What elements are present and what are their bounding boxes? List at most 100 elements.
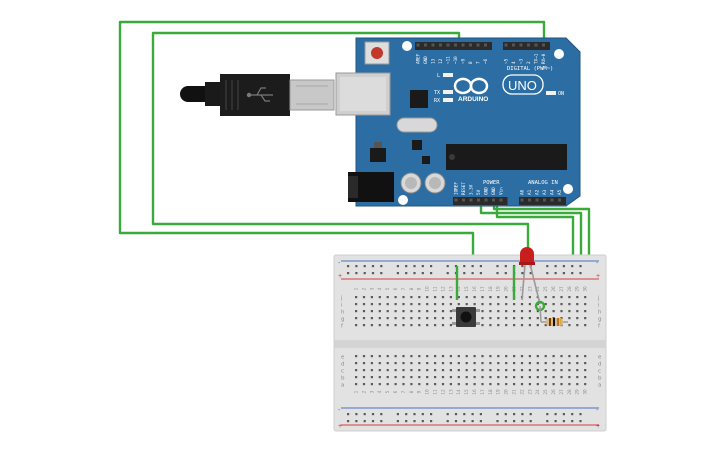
terminal-hole[interactable] <box>434 376 437 379</box>
terminal-hole[interactable] <box>560 296 563 299</box>
header-pin[interactable] <box>484 198 488 202</box>
terminal-hole[interactable] <box>410 383 413 386</box>
rail-hole[interactable] <box>371 420 375 423</box>
terminal-hole[interactable] <box>473 362 476 365</box>
terminal-hole[interactable] <box>481 303 484 306</box>
terminal-hole[interactable] <box>576 324 579 327</box>
rail-hole[interactable] <box>471 420 474 423</box>
terminal-hole[interactable] <box>426 296 429 299</box>
terminal-hole[interactable] <box>394 324 397 327</box>
header-pin[interactable] <box>476 43 480 47</box>
terminal-hole[interactable] <box>568 355 571 358</box>
terminal-hole[interactable] <box>418 324 421 327</box>
terminal-hole[interactable] <box>394 362 397 365</box>
terminal-hole[interactable] <box>386 362 389 365</box>
header-pin[interactable] <box>519 43 523 47</box>
terminal-hole[interactable] <box>552 376 555 379</box>
terminal-hole[interactable] <box>465 303 468 306</box>
rail-hole[interactable] <box>521 420 524 423</box>
rail-hole[interactable] <box>521 272 524 275</box>
terminal-hole[interactable] <box>362 383 366 386</box>
terminal-hole[interactable] <box>434 296 437 299</box>
header-pin[interactable] <box>454 43 457 47</box>
terminal-hole[interactable] <box>426 376 429 379</box>
terminal-hole[interactable] <box>378 383 381 386</box>
terminal-hole[interactable] <box>426 310 429 313</box>
terminal-hole[interactable] <box>386 355 389 358</box>
terminal-hole[interactable] <box>560 310 563 313</box>
terminal-hole[interactable] <box>441 317 445 320</box>
terminal-hole[interactable] <box>457 376 460 379</box>
terminal-hole[interactable] <box>505 324 508 327</box>
rail-hole[interactable] <box>413 272 416 275</box>
terminal-hole[interactable] <box>481 369 484 372</box>
header-pin[interactable] <box>446 43 450 47</box>
rail-hole[interactable] <box>347 420 350 423</box>
terminal-hole[interactable] <box>449 303 452 306</box>
rail-hole[interactable] <box>479 413 482 416</box>
terminal-hole[interactable] <box>576 317 579 320</box>
terminal-hole[interactable] <box>528 383 531 386</box>
terminal-hole[interactable] <box>362 303 366 306</box>
header-pin[interactable] <box>512 43 515 47</box>
terminal-hole[interactable] <box>544 296 547 299</box>
rail-hole[interactable] <box>579 265 582 268</box>
rail-hole[interactable] <box>446 413 449 416</box>
rail-hole[interactable] <box>380 420 383 423</box>
terminal-hole[interactable] <box>505 383 508 386</box>
terminal-hole[interactable] <box>489 362 492 365</box>
terminal-hole[interactable] <box>584 296 587 299</box>
terminal-hole[interactable] <box>528 303 531 306</box>
terminal-hole[interactable] <box>410 362 413 365</box>
terminal-hole[interactable] <box>426 303 429 306</box>
terminal-hole[interactable] <box>473 383 476 386</box>
terminal-hole[interactable] <box>544 383 547 386</box>
header-pin[interactable] <box>534 43 538 47</box>
rail-hole[interactable] <box>446 272 449 275</box>
rail-hole[interactable] <box>454 413 458 416</box>
terminal-hole[interactable] <box>394 369 397 372</box>
terminal-hole[interactable] <box>434 383 437 386</box>
terminal-hole[interactable] <box>410 369 413 372</box>
rail-hole[interactable] <box>380 272 383 275</box>
terminal-hole[interactable] <box>410 355 413 358</box>
terminal-hole[interactable] <box>489 317 492 320</box>
terminal-hole[interactable] <box>576 376 579 379</box>
terminal-hole[interactable] <box>513 324 516 327</box>
rail-hole[interactable] <box>371 265 375 268</box>
header-pin[interactable] <box>469 43 472 47</box>
header-pin[interactable] <box>535 198 539 202</box>
rail-hole[interactable] <box>396 413 399 416</box>
terminal-hole[interactable] <box>528 376 531 379</box>
terminal-hole[interactable] <box>378 376 381 379</box>
rail-hole[interactable] <box>546 420 549 423</box>
rail-hole[interactable] <box>380 413 383 416</box>
rail-hole[interactable] <box>571 272 574 275</box>
rail-hole[interactable] <box>454 420 458 423</box>
rail-hole[interactable] <box>546 413 549 416</box>
terminal-hole[interactable] <box>465 362 468 365</box>
pushbutton[interactable] <box>452 307 480 327</box>
terminal-hole[interactable] <box>552 383 555 386</box>
terminal-hole[interactable] <box>568 369 571 372</box>
terminal-hole[interactable] <box>584 303 587 306</box>
terminal-hole[interactable] <box>426 355 429 358</box>
rail-hole[interactable] <box>463 413 466 416</box>
rail-hole[interactable] <box>355 265 358 268</box>
terminal-hole[interactable] <box>402 317 405 320</box>
terminal-hole[interactable] <box>418 369 421 372</box>
terminal-hole[interactable] <box>434 324 437 327</box>
terminal-hole[interactable] <box>362 376 366 379</box>
terminal-hole[interactable] <box>465 296 468 299</box>
header-pin[interactable] <box>469 198 473 202</box>
terminal-hole[interactable] <box>489 310 492 313</box>
arduino-uno-board[interactable]: L TX RX ON ARDUINO UNO DIGITAL (PWM~) PO… <box>335 37 581 207</box>
rail-hole[interactable] <box>371 413 375 416</box>
header-pin[interactable] <box>416 43 420 47</box>
terminal-hole[interactable] <box>544 303 547 306</box>
terminal-hole[interactable] <box>568 376 571 379</box>
terminal-hole[interactable] <box>370 383 373 386</box>
rail-hole[interactable] <box>513 413 516 416</box>
rail-hole[interactable] <box>504 265 507 268</box>
rail-hole[interactable] <box>463 272 466 275</box>
